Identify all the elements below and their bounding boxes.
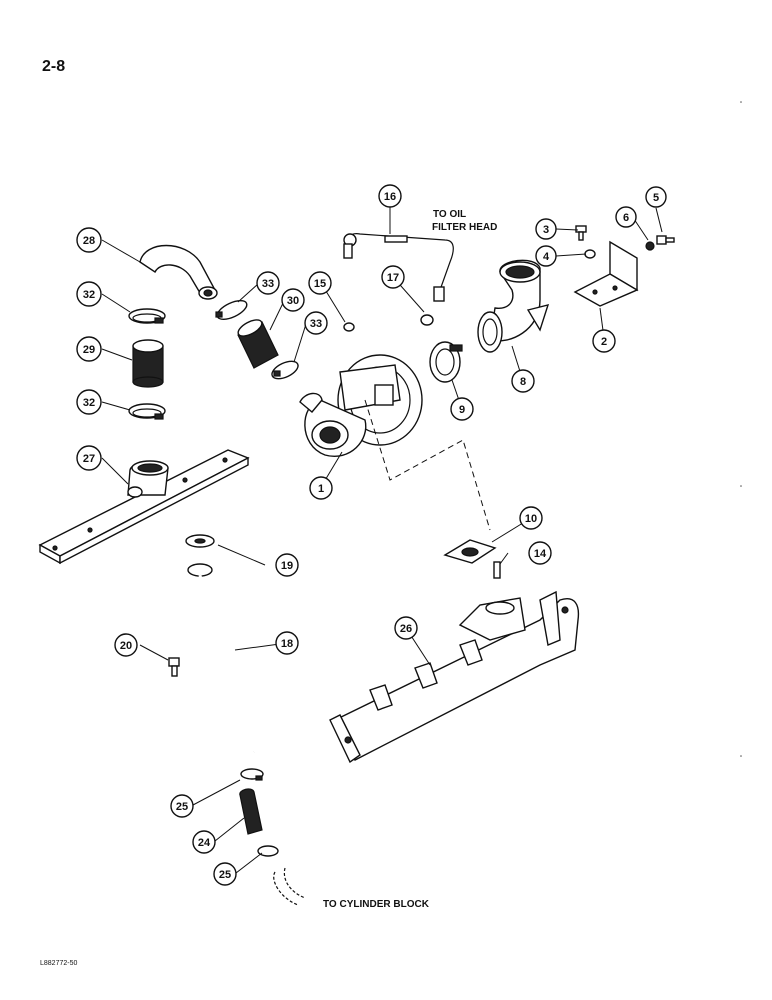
svg-text:30: 30	[287, 295, 299, 307]
drain-tube-18	[187, 563, 262, 753]
svg-text:19: 19	[281, 560, 293, 572]
svg-text:25: 25	[219, 869, 231, 881]
bracket-2	[573, 240, 639, 307]
elbow-hose-28	[139, 244, 218, 300]
capscrew-3	[575, 225, 587, 241]
svg-text:27: 27	[83, 453, 95, 465]
callout-9: 9	[450, 397, 474, 421]
oil-line-16	[343, 233, 454, 302]
callout-20: 20	[114, 633, 138, 657]
svg-text:15: 15	[314, 278, 326, 290]
gasket-19	[185, 534, 215, 548]
note-to-cylinder-block: TO CYLINDER BLOCK	[323, 899, 430, 910]
callout-27: 27	[76, 445, 102, 471]
svg-text:29: 29	[83, 344, 95, 356]
callout-29: 29	[76, 336, 102, 362]
callout-17: 17	[381, 265, 405, 289]
callout-25-upper: 25	[170, 794, 194, 818]
callout-30: 30	[281, 288, 305, 312]
callout-2: 2	[592, 329, 616, 353]
svg-text:9: 9	[459, 404, 465, 416]
hose-clamp-33-lower	[271, 360, 299, 380]
svg-text:6: 6	[623, 212, 629, 224]
svg-text:10: 10	[525, 513, 537, 525]
assembly-dashed-line	[364, 399, 491, 531]
turbocharger-1	[299, 354, 423, 457]
svg-text:1: 1	[318, 483, 324, 495]
svg-text:5: 5	[653, 192, 659, 204]
svg-text:14: 14	[534, 548, 547, 560]
intake-cover-27	[38, 449, 250, 565]
hose-clamp-25-lower	[257, 845, 279, 857]
callout-32-upper: 32	[76, 281, 102, 307]
callout-14: 14	[528, 541, 552, 565]
hose-24	[239, 788, 263, 835]
exhaust-elbow-8	[477, 259, 550, 353]
callout-3: 3	[535, 218, 557, 240]
svg-text:17: 17	[387, 272, 399, 284]
page-number: 2-8	[42, 58, 66, 75]
hose-clamp-32-lower	[128, 403, 166, 420]
callout-4: 4	[535, 245, 557, 267]
callout-6: 6	[615, 206, 637, 228]
svg-text:16: 16	[384, 191, 396, 203]
hose-clamp-25-upper	[240, 768, 264, 781]
svg-text:4: 4	[543, 251, 550, 263]
svg-text:8: 8	[520, 376, 526, 388]
stud-14	[493, 561, 501, 579]
callout-32-lower: 32	[76, 389, 102, 415]
lock-washer-6	[645, 241, 655, 251]
svg-text:33: 33	[310, 318, 322, 330]
callout-26: 26	[394, 616, 418, 640]
hose-sleeve-29	[132, 339, 164, 388]
svg-text:3: 3	[543, 224, 549, 236]
svg-text:28: 28	[83, 235, 95, 247]
callout-18: 18	[275, 631, 299, 655]
callout-28: 28	[76, 227, 102, 253]
svg-text:25: 25	[176, 801, 188, 813]
note-to-oil: TO OIL	[433, 209, 466, 220]
callout-33-upper: 33	[256, 271, 280, 295]
callout-16: 16	[378, 184, 402, 208]
exhaust-manifold-26	[329, 590, 580, 764]
callout-1: 1	[309, 476, 333, 500]
svg-text:26: 26	[400, 623, 412, 635]
capscrew-20	[168, 657, 180, 677]
note-filter-head: FILTER HEAD	[432, 222, 497, 233]
callout-15: 15	[308, 271, 332, 295]
svg-text:20: 20	[120, 640, 132, 652]
svg-text:18: 18	[281, 638, 293, 650]
callout-24: 24	[192, 830, 216, 854]
nut-4	[584, 249, 596, 259]
callout-8: 8	[511, 369, 535, 393]
callout-33-lower: 33	[304, 311, 328, 335]
oil-fitting-17	[420, 314, 434, 326]
callout-10: 10	[519, 506, 543, 530]
gasket-10	[443, 539, 497, 564]
hose-clamp-33-upper	[215, 300, 248, 320]
svg-text:24: 24	[198, 837, 211, 849]
hose-clamp-32-upper	[128, 308, 166, 324]
cylinder-block-outlet	[273, 867, 306, 906]
svg-text:33: 33	[262, 278, 274, 290]
v-band-clamp-9	[429, 341, 463, 383]
callout-19: 19	[275, 553, 299, 577]
callout-5: 5	[645, 186, 667, 208]
hose-sleeve-30	[237, 319, 279, 369]
callouts: 28 32 29 32 27 33 30 33 15 16 17 1 9 8 2…	[76, 184, 667, 886]
reference-code: L882772-50	[40, 960, 78, 967]
svg-text:32: 32	[83, 397, 95, 409]
capscrew-5	[656, 235, 675, 245]
oil-fitting-15	[343, 322, 355, 332]
callout-25-lower: 25	[213, 862, 237, 886]
svg-text:2: 2	[601, 336, 607, 348]
svg-text:32: 32	[83, 289, 95, 301]
